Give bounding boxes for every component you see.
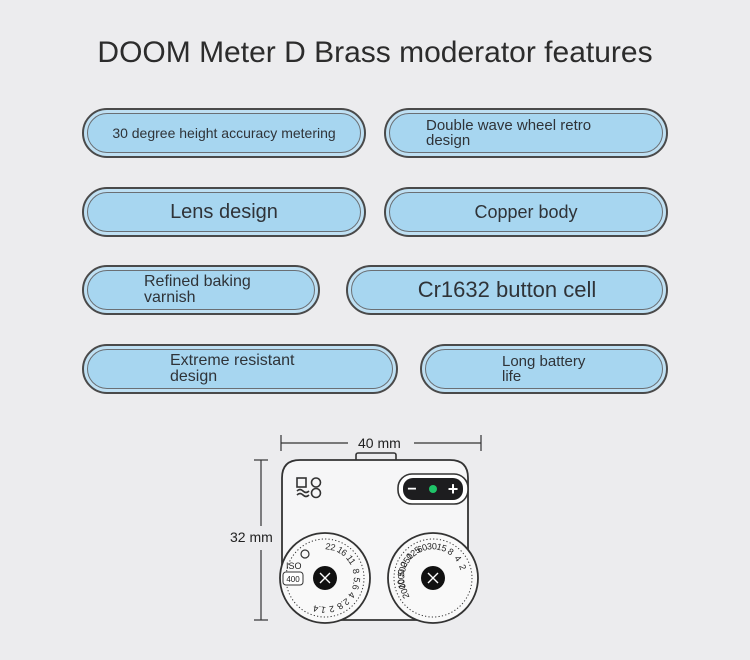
dial-mark: 16 [335, 544, 349, 558]
feature-label: Cr1632 button cell [351, 270, 663, 310]
width-dimension-line [280, 435, 482, 451]
dial-mark: 2 [328, 603, 335, 614]
dial-mark: 2 [457, 563, 468, 571]
dial-mark: 8 [350, 568, 361, 575]
logo-icon [296, 477, 322, 499]
feature-label: Double wave wheel retro design [389, 113, 663, 153]
dial-mark: 1000 [396, 569, 407, 589]
feature-pill-resistant: Extreme resistant design [82, 344, 398, 394]
feature-label: Long battery life [425, 349, 663, 389]
page-title: DOOM Meter D Brass moderator features [97, 36, 653, 69]
dial-mark: 8 [446, 546, 456, 557]
feature-pill-metering: 30 degree height accuracy metering [82, 108, 366, 158]
height-label: 32 mm [230, 529, 273, 545]
plus-icon: + [448, 479, 459, 499]
iso-label: ISO [286, 561, 302, 571]
dial-mark: 4 [452, 553, 463, 563]
feature-pill-varnish: Refined baking varnish [82, 265, 320, 315]
feature-pill-battery-cell: Cr1632 button cell [346, 265, 668, 315]
feature-pill-wave-wheel: Double wave wheel retro design [384, 108, 668, 158]
dial-mark: 15 [435, 541, 447, 553]
dial-mark: 60 [416, 542, 429, 555]
width-label: 40 mm [358, 435, 401, 451]
dial-mark: 22 [325, 541, 337, 553]
feature-label: 30 degree height accuracy metering [87, 113, 361, 153]
feature-pill-battery-life: Long battery life [420, 344, 668, 394]
feature-label: Lens design [87, 192, 361, 232]
dial-mark: 4 [346, 590, 357, 600]
dial-mark: 30 [427, 541, 437, 551]
feature-pill-copper: Copper body [384, 187, 668, 237]
feature-label: Refined baking varnish [87, 270, 315, 310]
iso-value: 400 [286, 575, 300, 584]
dial-mark: 500 [396, 561, 410, 578]
feature-label: Copper body [389, 192, 663, 232]
minus-icon: − [407, 481, 416, 498]
feature-label: Extreme resistant design [87, 349, 393, 389]
dial-mark: 1.4 [312, 603, 326, 615]
height-dimension-line [254, 459, 268, 621]
status-led-icon [429, 485, 437, 493]
dial-mark: 5.6 [350, 576, 362, 590]
feature-pill-lens: Lens design [82, 187, 366, 237]
